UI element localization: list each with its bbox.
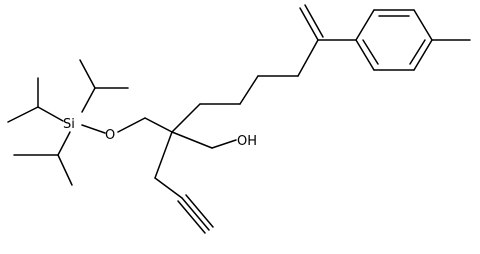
bond-o-ch2 bbox=[117, 117, 146, 133]
methylene-bond-b bbox=[304, 4, 324, 38]
p-tolyl-ring bbox=[355, 9, 471, 71]
bond-cq-ch2-propargyl bbox=[154, 131, 173, 179]
bond-si-c1 bbox=[81, 87, 96, 113]
bond-ipr3-me-a bbox=[57, 154, 73, 186]
silicon-label: Si bbox=[63, 117, 75, 132]
ring-bond-3 bbox=[413, 9, 433, 41]
bond-ipr2-me-b bbox=[7, 106, 39, 123]
bond-c4-c5 bbox=[297, 39, 319, 77]
ring-double-2 bbox=[409, 39, 426, 65]
tips-group bbox=[7, 59, 129, 186]
ring-bond-4 bbox=[413, 39, 433, 71]
alkyne-bond-a bbox=[181, 197, 210, 231]
bond-cq-c1 bbox=[171, 103, 201, 133]
bond-si-c3 bbox=[57, 131, 71, 156]
ring-bond-6 bbox=[355, 39, 375, 71]
methylene-bond-a bbox=[299, 7, 319, 41]
bond-ch2-oh bbox=[211, 139, 237, 149]
ring-double-3 bbox=[362, 39, 379, 65]
ring-bond-1 bbox=[355, 9, 375, 41]
bond-c2-c3 bbox=[239, 75, 259, 105]
bond-si-o bbox=[81, 124, 106, 134]
ether-oxygen-label: O bbox=[105, 128, 115, 143]
alkyne-bond-b bbox=[177, 200, 206, 234]
bond-ch2-cq bbox=[144, 117, 173, 133]
bond-ipr1-me-a bbox=[79, 59, 96, 89]
alkyne-bond-c bbox=[185, 194, 214, 228]
bond-si-c2 bbox=[37, 106, 64, 122]
backbone bbox=[117, 4, 357, 234]
hydroxyl-label: OH bbox=[237, 134, 257, 149]
bond-propargyl-c bbox=[154, 177, 183, 199]
bond-cq-ch2oh bbox=[171, 131, 213, 149]
